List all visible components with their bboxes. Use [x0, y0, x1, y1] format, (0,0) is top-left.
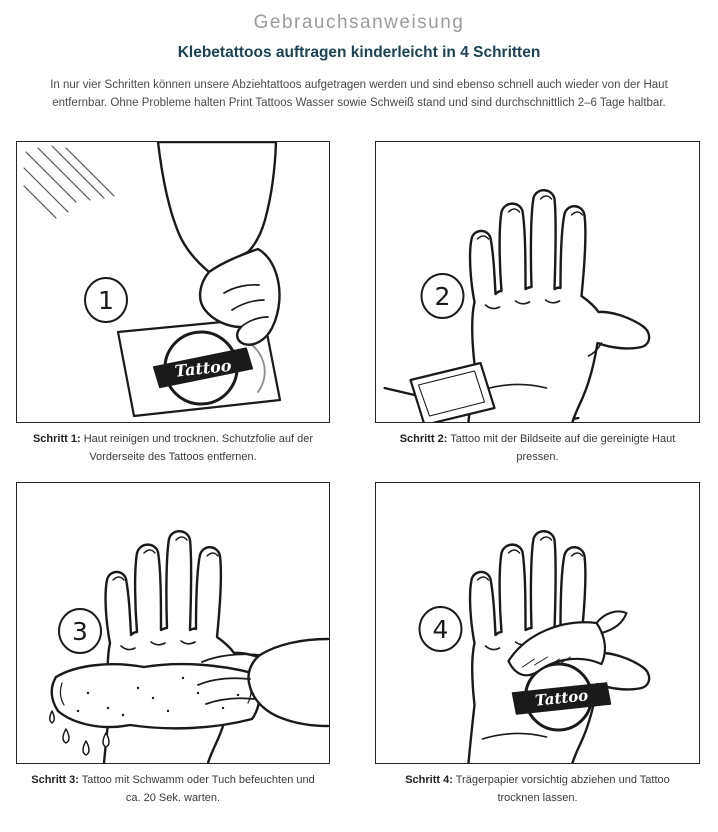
step-caption-text: Tattoo mit der Bildseite auf die gereini…	[450, 432, 676, 463]
step-3-illustration: 3	[16, 482, 330, 765]
step-label: Schritt 2:	[399, 432, 448, 445]
step-card-1: Tattoo 1	[16, 140, 330, 466]
intro-text: In nur vier Schritten können unsere Abzi…	[50, 79, 668, 110]
step-4-illustration: Tattoo 4	[375, 482, 700, 765]
step-number-badge: 2	[420, 272, 465, 319]
hand	[467, 188, 651, 422]
pressing-hand	[197, 637, 329, 728]
step-1-illustration: Tattoo 1	[16, 140, 330, 423]
step-caption: Schritt 4: Trägerpapier vorsichtig abzie…	[375, 771, 700, 807]
step-number-badge: 3	[58, 608, 102, 655]
step-number: 2	[435, 282, 451, 311]
peeling-paper	[507, 610, 628, 677]
step-label: Schritt 3:	[31, 774, 79, 787]
step-caption: Schritt 3: Tattoo mit Schwamm oder Tuch …	[16, 771, 330, 807]
step-card-2: 2 Schritt 2: Tattoo mit der Bildseite au…	[375, 140, 700, 466]
tattoo-logo: Tattoo	[511, 662, 612, 732]
step-label: Schritt 4:	[405, 774, 453, 787]
step-1-drawing: Tattoo 1	[23, 141, 282, 417]
shading-hatch	[23, 145, 115, 219]
step-caption: Schritt 2: Tattoo mit der Bildseite auf …	[375, 430, 700, 466]
step-4-drawing: Tattoo 4	[418, 530, 651, 764]
sponge	[50, 662, 261, 730]
section-heading: Klebetattoos auftragen kinderleicht in 4…	[177, 44, 541, 61]
step-caption-text: Trägerpapier vorsichtig abziehen und Tat…	[455, 774, 670, 805]
tattoo-logo: Tattoo	[152, 330, 254, 406]
page-title: Gebrauchsanweisung	[253, 12, 465, 33]
steps-grid: Tattoo 1	[0, 140, 718, 828]
step-card-3: 3 Schritt 3: Tattoo mit Schwamm oder Tuc…	[16, 482, 330, 807]
step-2-drawing: 2	[383, 188, 651, 422]
step-number-badge: 1	[84, 276, 128, 323]
logo-text: Tattoo	[534, 686, 589, 709]
pinching-hand	[198, 247, 281, 346]
tattoo-paper	[409, 361, 496, 422]
step-number: 3	[72, 617, 88, 646]
step-number: 1	[98, 286, 114, 315]
step-label: Schritt 1:	[32, 432, 81, 445]
step-number-badge: 4	[418, 606, 463, 653]
step-card-4: Tattoo 4 Schritt 4:	[375, 482, 700, 807]
step-caption-text: Tattoo mit Schwamm oder Tuch befeuchten …	[81, 774, 315, 805]
water-drops	[49, 710, 110, 756]
step-3-drawing: 3	[49, 530, 329, 764]
step-number: 4	[433, 615, 449, 644]
step-caption: Schritt 1: Haut reinigen und trocknen. S…	[16, 430, 330, 466]
step-2-illustration: 2	[375, 140, 700, 423]
step-caption-text: Haut reinigen und trocknen. Schutzfolie …	[83, 432, 314, 463]
